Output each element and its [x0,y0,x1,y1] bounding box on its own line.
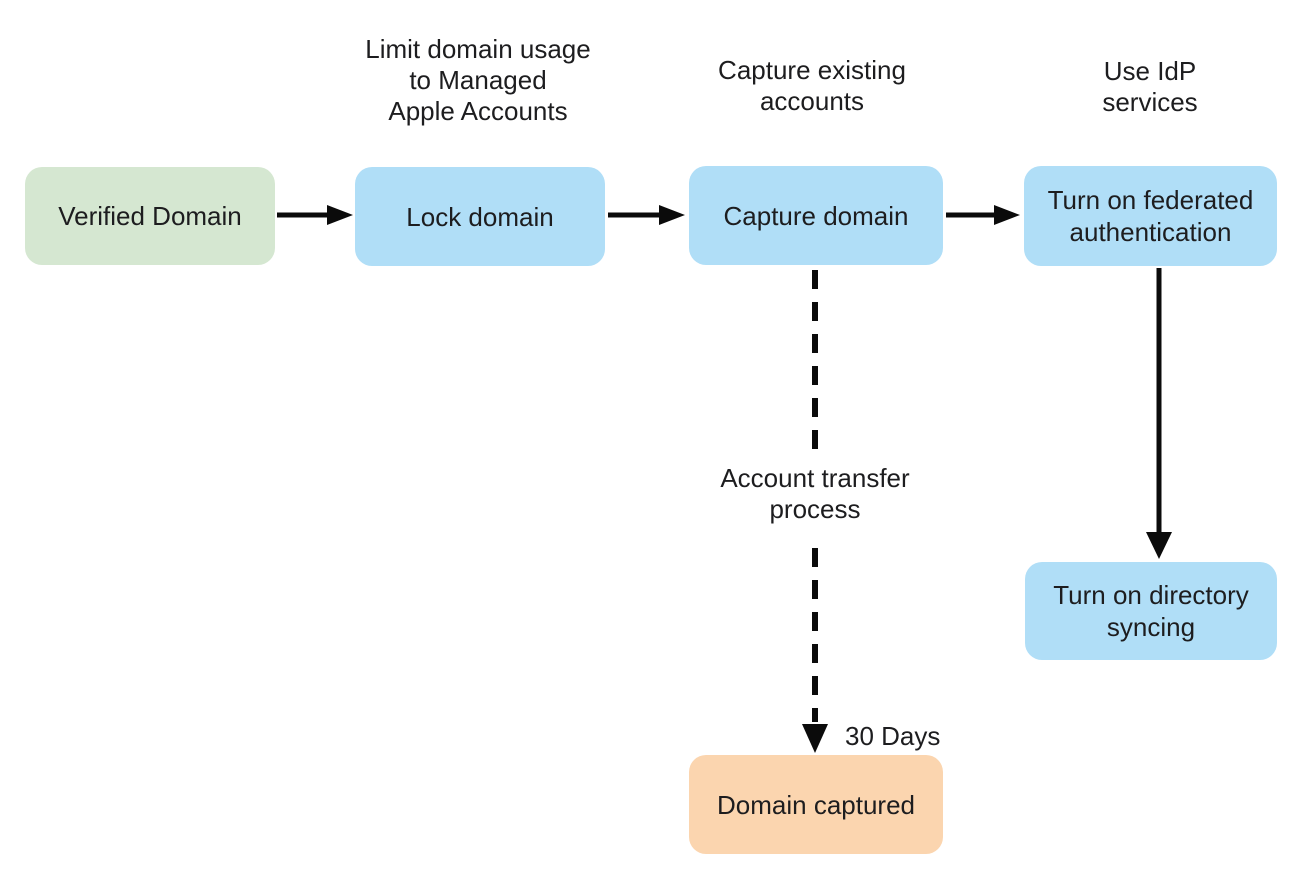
arrow-federated-to-syncing [1146,268,1172,559]
node-directory-syncing: Turn on directory syncing [1025,562,1277,660]
node-lock-domain-label: Lock domain [406,201,554,232]
node-directory-syncing-label: Turn on directory syncing [1053,580,1249,642]
node-capture-domain-label: Capture domain [723,200,909,231]
note-account-transfer-process: Account transfer process [720,463,910,524]
node-federated-authentication: Turn on federated authentication [1024,166,1277,266]
arrow-capture-to-federated [946,205,1020,225]
node-domain-captured-label: Domain captured [717,789,915,820]
node-verified-domain: Verified Domain [25,167,275,265]
note-capture-existing-accounts: Capture existing accounts [718,55,906,116]
note-limit-domain-usage: Limit domain usage to Managed Apple Acco… [365,34,591,126]
arrow-verified-to-lock [277,205,353,225]
arrow-lock-to-capture [608,205,685,225]
note-thirty-days: 30 Days [845,721,941,751]
node-lock-domain: Lock domain [355,167,605,266]
node-verified-domain-label: Verified Domain [58,201,242,231]
note-use-idp-services: Use IdP services [1102,56,1198,117]
node-federated-authentication-label: Turn on federated authentication [1047,185,1254,247]
node-domain-captured: Domain captured [689,755,943,854]
node-capture-domain: Capture domain [689,166,943,265]
